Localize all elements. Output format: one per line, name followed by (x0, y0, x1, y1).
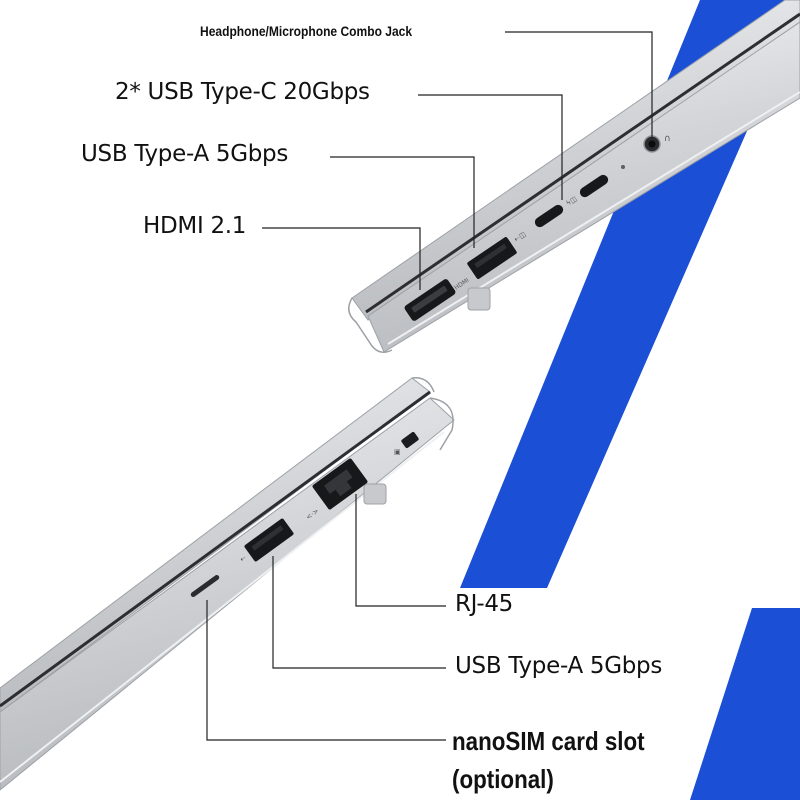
usb-a-port-left-side (244, 518, 294, 562)
laptop-right-side: HDMI ⇠◫ ϟ◫ ∩ (348, 0, 800, 353)
usb-c-port-2 (579, 174, 609, 198)
nanosim-slot (190, 574, 220, 598)
laptop-lid-bottom (0, 377, 431, 713)
leader-hdmi (262, 227, 421, 290)
label-nanosim-line1: nanoSIM card slot (452, 726, 645, 756)
leader-lines (206, 31, 653, 741)
svg-text:∩: ∩ (664, 134, 671, 144)
laptop-lid-top (351, 0, 800, 321)
leader-usb-a-bottom (272, 556, 446, 669)
label-hdmi: HDMI 2.1 (143, 213, 247, 239)
label-usb-c: 2* USB Type-C 20Gbps (115, 79, 370, 105)
rj45-port (312, 458, 368, 510)
leader-headphone (505, 31, 653, 138)
label-nanosim: nanoSIM card slot (optional) (452, 722, 645, 798)
label-nanosim-line2: (optional) (452, 764, 554, 794)
lock-slot (401, 432, 419, 448)
label-usb-a-right-side: USB Type-A 5Gbps (81, 141, 289, 167)
leader-usb-a-top (330, 156, 475, 248)
svg-text:⇠: ⇠ (238, 554, 248, 564)
usb-c-port-1 (534, 204, 564, 228)
svg-text:▣: ▣ (394, 448, 401, 456)
blue-stripe-lower (690, 608, 800, 800)
laptop-left-side: <·> ⇠ ▣ (0, 377, 455, 791)
leader-rj45 (355, 494, 446, 607)
leader-nanosim (206, 600, 446, 741)
headphone-jack (643, 135, 661, 153)
leader-usb-c (418, 94, 563, 200)
laptop-base-bottom (0, 397, 455, 791)
label-usb-a-left-side: USB Type-A 5Gbps (455, 653, 663, 679)
label-headphone-jack: Headphone/Microphone Combo Jack (200, 23, 413, 39)
label-rj45: RJ-45 (455, 591, 514, 617)
hdmi-port (404, 279, 456, 321)
usb-a-port-right-side (467, 237, 517, 279)
